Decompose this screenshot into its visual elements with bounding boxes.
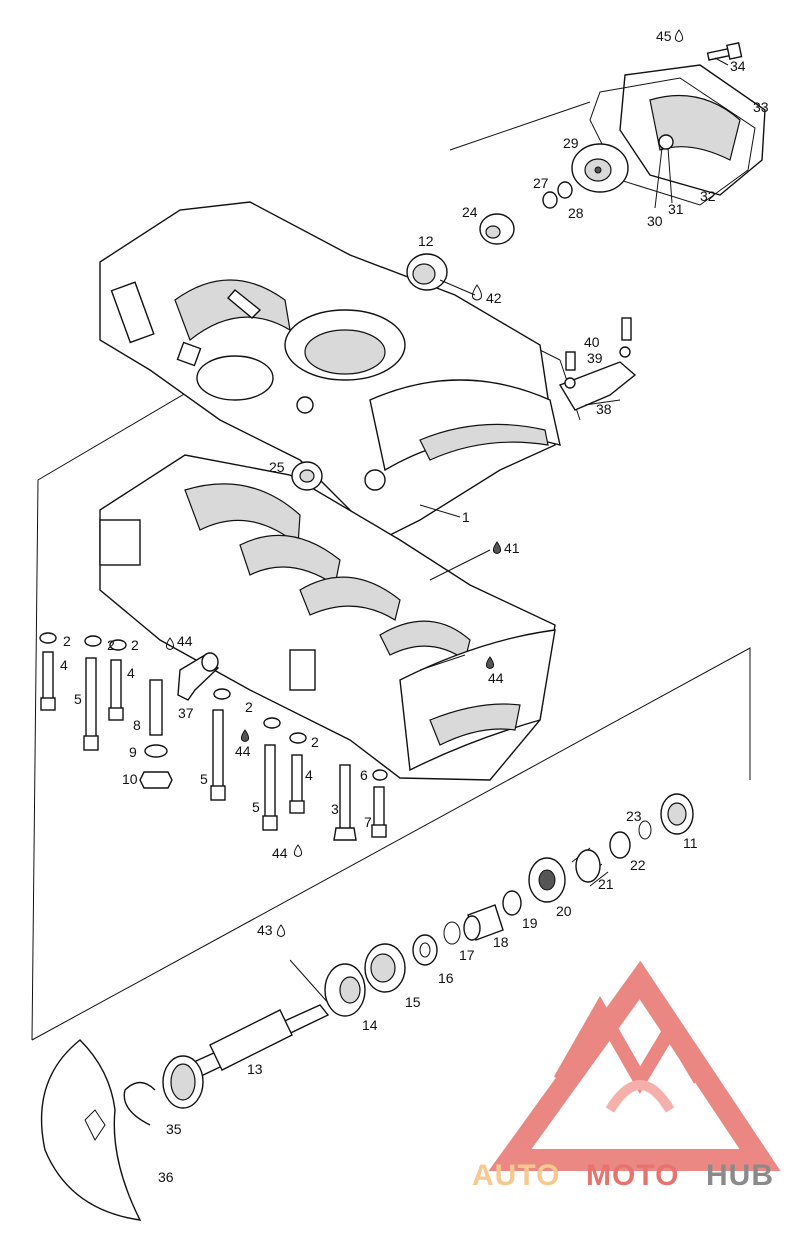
fasteners-left — [39, 632, 173, 789]
label-9: 9 — [129, 744, 137, 760]
droplet-icon — [240, 729, 250, 742]
label-27: 27 — [533, 175, 549, 191]
label-31: 31 — [668, 201, 684, 217]
droplet-icon — [165, 637, 175, 650]
pump-cover — [589, 64, 766, 206]
label-4a: 4 — [60, 657, 68, 673]
washer-16 — [412, 934, 438, 966]
seal-25 — [291, 461, 323, 491]
label-17: 17 — [459, 947, 475, 963]
label-4c: 4 — [305, 767, 313, 783]
spring-21 — [571, 847, 609, 887]
label-35: 35 — [166, 1121, 182, 1137]
label-29: 29 — [563, 135, 579, 151]
shield-36 — [40, 1039, 142, 1221]
fasteners-center — [210, 688, 388, 841]
label-5b: 5 — [200, 771, 208, 787]
label-8: 8 — [133, 717, 141, 733]
bolt-34 — [706, 42, 743, 61]
fitting-37 — [177, 652, 220, 701]
watermark-logo — [488, 960, 781, 1171]
washers-27-28 — [542, 181, 573, 209]
label-14: 14 — [362, 1017, 378, 1033]
droplet-icon — [492, 541, 502, 554]
watermark-text: AUTO MOTO HUB — [472, 1159, 774, 1192]
droplet-icon — [485, 656, 495, 669]
label-5a: 5 — [74, 691, 82, 707]
bearing-14 — [324, 963, 366, 1017]
sleeve-18 — [463, 904, 504, 941]
leader-lines — [419, 57, 729, 671]
impeller-29 — [571, 143, 629, 193]
label-1: 1 — [462, 509, 470, 525]
label-18: 18 — [493, 934, 509, 950]
label-37: 37 — [178, 705, 194, 721]
bushing-22 — [609, 831, 631, 859]
seal-24 — [479, 213, 515, 245]
washer-19 — [502, 890, 522, 916]
label-32: 32 — [700, 188, 716, 204]
label-36: 36 — [158, 1169, 174, 1185]
label-44b: 44 — [488, 670, 504, 686]
watermark-hub: HUB — [706, 1159, 774, 1192]
ring-23 — [638, 820, 652, 840]
bearing-12 — [406, 253, 448, 291]
drive-shaft-13 — [162, 1004, 330, 1109]
droplet-icons — [165, 29, 684, 937]
label-41: 41 — [504, 540, 520, 556]
label-44d: 44 — [272, 845, 288, 861]
label-44c: 44 — [235, 743, 251, 759]
upper-crankcase — [99, 201, 561, 541]
bearing-15 — [364, 943, 406, 993]
ring-17 — [443, 921, 461, 945]
label-2b: 2 — [107, 637, 115, 653]
bearing-11 — [660, 793, 694, 835]
label-13: 13 — [247, 1061, 263, 1077]
label-2e: 2 — [311, 734, 319, 750]
droplet-icon — [293, 844, 303, 857]
label-4b: 4 — [127, 665, 135, 681]
label-34: 34 — [730, 58, 746, 74]
label-12: 12 — [418, 233, 434, 249]
label-2c: 2 — [131, 637, 139, 653]
label-2a: 2 — [63, 633, 71, 649]
watermark-moto: MOTO — [586, 1159, 679, 1192]
label-15: 15 — [405, 994, 421, 1010]
label-11: 11 — [683, 835, 698, 851]
label-24: 24 — [462, 204, 478, 220]
label-5c: 5 — [252, 799, 260, 815]
lower-crankcase — [99, 454, 556, 781]
label-38: 38 — [596, 401, 612, 417]
label-40: 40 — [584, 334, 600, 350]
label-28: 28 — [568, 205, 584, 221]
label-30: 30 — [647, 213, 663, 229]
droplet-icon — [276, 924, 286, 937]
label-20: 20 — [556, 903, 572, 919]
label-33: 33 — [753, 99, 769, 115]
label-42: 42 — [486, 290, 502, 306]
label-23: 23 — [626, 808, 642, 824]
label-39: 39 — [587, 350, 603, 366]
droplet-icon — [674, 29, 684, 42]
label-7: 7 — [364, 814, 372, 830]
label-44a: 44 — [177, 633, 193, 649]
watermark-auto: AUTO — [472, 1159, 560, 1192]
part-labels: 1 2 2 2 2 2 3 4 4 4 5 5 5 6 7 8 9 10 11 … — [60, 28, 769, 1185]
label-16: 16 — [438, 970, 454, 986]
label-10: 10 — [122, 771, 138, 787]
label-22: 22 — [630, 857, 646, 873]
label-6: 6 — [360, 767, 368, 783]
label-3: 3 — [331, 801, 339, 817]
droplet-icon — [472, 284, 482, 301]
label-2d: 2 — [245, 699, 253, 715]
gear-20 — [528, 857, 566, 903]
label-25: 25 — [269, 459, 285, 475]
circlip-35 — [123, 1081, 156, 1126]
label-21: 21 — [598, 876, 614, 892]
label-45: 45 — [656, 28, 672, 44]
bracket-38 — [558, 317, 637, 411]
label-43: 43 — [257, 922, 273, 938]
label-19: 19 — [522, 915, 538, 931]
